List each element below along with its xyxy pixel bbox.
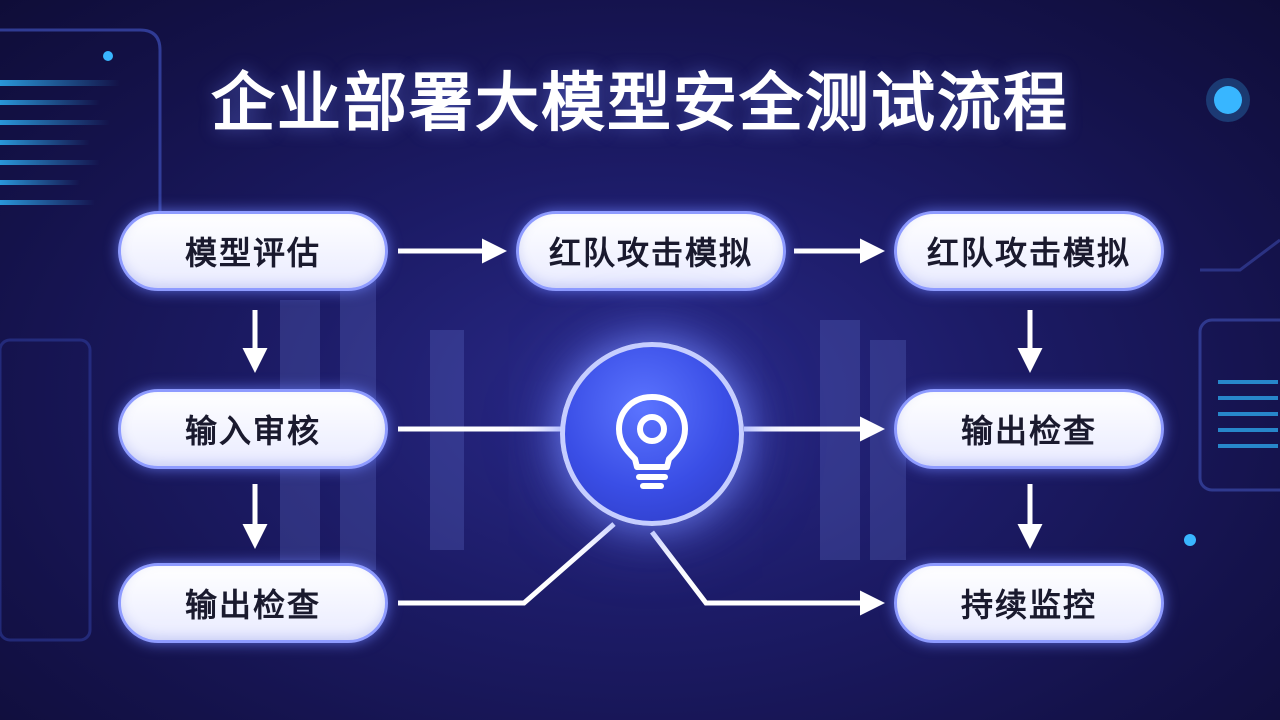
node-red-team-attack-2: 红队攻击模拟 <box>894 211 1164 291</box>
central-hub <box>560 342 744 526</box>
node-model-evaluation: 模型评估 <box>118 211 388 291</box>
page-title: 企业部署大模型安全测试流程 <box>211 67 1069 141</box>
node-input-review: 输入审核 <box>118 389 388 469</box>
node-red-team-attack-1: 红队攻击模拟 <box>516 211 786 291</box>
node-continuous-monitoring: 持续监控 <box>894 563 1164 643</box>
arrow-hub-to-monitor <box>650 530 885 616</box>
line-output-to-hub <box>398 522 616 606</box>
node-output-check-right: 输出检查 <box>894 389 1164 469</box>
node-output-check-left: 输出检查 <box>118 563 388 643</box>
lightbulb-icon <box>616 394 688 489</box>
